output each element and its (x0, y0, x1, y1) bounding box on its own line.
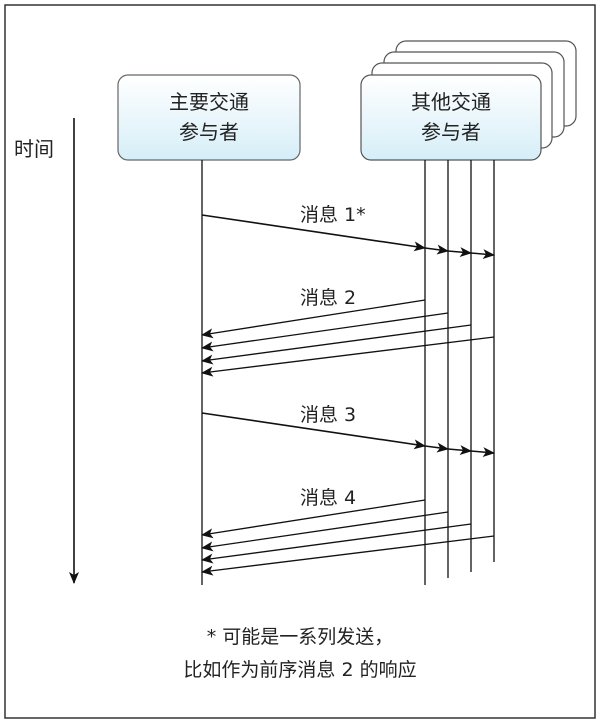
primary-participant-label-line-2: 参与者 (179, 120, 239, 144)
message-1-label: 消息 1* (300, 204, 366, 226)
primary-participant-label: 主要交通 参与者 (118, 87, 300, 147)
message-3-arrow (201, 412, 426, 450)
message-4-arrow-4 (201, 535, 495, 576)
message-1-arrow-2 (424, 244, 449, 255)
time-label: 时间 (14, 137, 54, 161)
message-3-label: 消息 3 (300, 404, 357, 426)
message-4-arrow-1 (201, 499, 426, 539)
primary-participant-label-line-1: 主要交通 (169, 90, 249, 114)
message-2-label: 消息 2 (300, 287, 357, 309)
figure-border (4, 4, 596, 719)
message-1-arrow-4 (470, 249, 495, 260)
message-1-arrow (201, 214, 426, 252)
other-participant-label: 其他交通 参与者 (361, 87, 541, 147)
message-3-arrow-4 (470, 447, 495, 458)
message-4-arrow-3 (201, 523, 472, 564)
message-4-label: 消息 4 (300, 487, 357, 509)
message-4-arrow-2 (201, 511, 449, 552)
other-participant-label-line-1: 其他交通 (411, 90, 491, 114)
footnote-line-1: * 可能是一系列发送， (206, 626, 394, 648)
message-2-arrow-3 (201, 324, 472, 365)
message-1-arrow-3 (447, 247, 472, 258)
footnote-line-2: 比如作为前序消息 2 的响应 (183, 659, 417, 681)
other-participant-box (360, 74, 542, 161)
message-2-arrow-1 (201, 299, 426, 339)
primary-participant-box (117, 74, 301, 161)
message-2-arrow-2 (201, 312, 449, 352)
message-3-arrow-2 (424, 442, 449, 453)
message-2-arrow-4 (201, 336, 495, 377)
other-participant-label-line-2: 参与者 (421, 120, 481, 144)
message-3-arrow-3 (447, 445, 472, 456)
